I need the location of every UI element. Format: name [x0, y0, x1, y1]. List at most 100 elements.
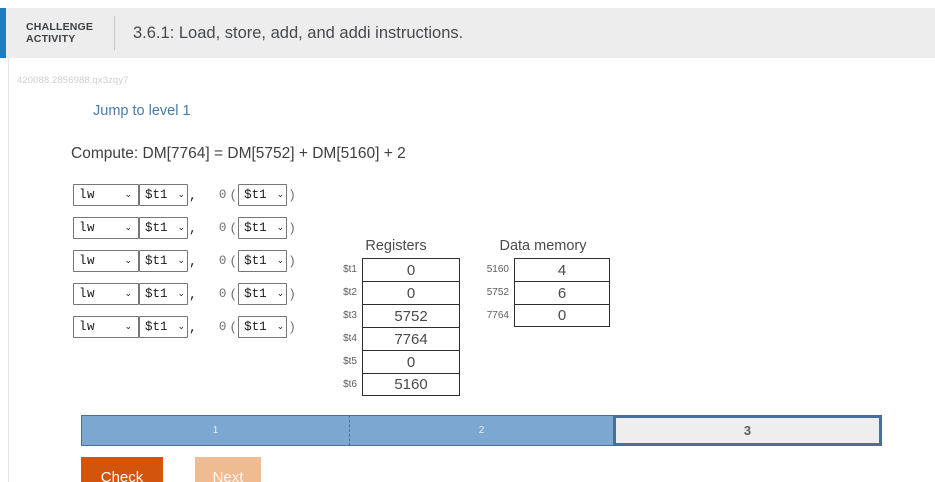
register-value: 0 [362, 281, 460, 304]
header-accent-bar [0, 8, 6, 58]
paren-close: ) [288, 220, 296, 236]
activity-id: 420088.2856988.qx3zqy7 [17, 75, 129, 86]
instruction-opcode-select-5[interactable]: lw ⌄ [73, 316, 139, 338]
register-name: $t2 [343, 287, 357, 298]
check-button[interactable]: Check [81, 457, 163, 482]
progress-segment-1[interactable]: 1 [81, 415, 349, 446]
challenge-activity-label-line2: ACTIVITY [26, 33, 76, 45]
chevron-down-icon: ⌄ [124, 321, 132, 332]
instruction-row: lw ⌄ $t1 ⌄ , 0 ( $t1 ⌄ ) [73, 250, 297, 272]
page-title: 3.6.1: Load, store, add, and addi instru… [133, 23, 464, 42]
register-name: $t4 [343, 333, 357, 344]
base-register-value-5: $t1 [244, 320, 267, 334]
activity-header: CHALLENGE ACTIVITY 3.6.1: Load, store, a… [0, 8, 935, 58]
next-button[interactable]: Next [195, 457, 261, 482]
comma-separator: , [189, 287, 197, 302]
table-row: $t5 0 [332, 350, 460, 373]
instruction-dest-register-select-3[interactable]: $t1 ⌄ [139, 250, 188, 272]
instruction-opcode-select-1[interactable]: lw ⌄ [73, 184, 139, 206]
instruction-base-register-select-2[interactable]: $t1 ⌄ [238, 217, 288, 239]
instruction-row: lw ⌄ $t1 ⌄ , 0 ( $t1 ⌄ ) [73, 217, 297, 239]
instruction-dest-register-select-4[interactable]: $t1 ⌄ [139, 283, 188, 305]
instruction-base-register-select-5[interactable]: $t1 ⌄ [238, 316, 288, 338]
base-register-value-3: $t1 [244, 254, 267, 268]
paren-open: ( [229, 319, 238, 335]
register-name: $t3 [343, 310, 357, 321]
instruction-opcode-select-2[interactable]: lw ⌄ [73, 217, 139, 239]
register-value: 5160 [362, 373, 460, 396]
memory-address: 7764 [486, 310, 509, 321]
register-value: 0 [362, 350, 460, 373]
opcode-value-5: lw [79, 320, 96, 334]
opcode-value-1: lw [79, 188, 96, 202]
paren-open: ( [229, 220, 238, 236]
instruction-opcode-select-3[interactable]: lw ⌄ [73, 250, 139, 272]
instruction-dest-register-select-5[interactable]: $t1 ⌄ [139, 316, 188, 338]
activity-panel: 420088.2856988.qx3zqy7 Jump to level 1 C… [8, 58, 935, 482]
comma-separator: , [189, 254, 197, 269]
jump-to-level-link[interactable]: Jump to level 1 [93, 103, 191, 119]
chevron-down-icon: ⌄ [177, 189, 185, 200]
memory-value: 0 [514, 304, 610, 327]
paren-close: ) [288, 319, 296, 335]
memory-address: 5752 [486, 287, 509, 298]
register-value: 5752 [362, 304, 460, 327]
chevron-down-icon: ⌄ [177, 288, 185, 299]
register-name: $t5 [343, 356, 357, 367]
table-row: 5752 6 [476, 281, 610, 304]
dest-register-value-2: $t1 [145, 221, 168, 235]
table-row: $t3 5752 [332, 304, 460, 327]
instruction-base-register-select-4[interactable]: $t1 ⌄ [238, 283, 288, 305]
opcode-value-2: lw [79, 221, 96, 235]
chevron-down-icon: ⌄ [276, 255, 285, 266]
paren-open: ( [229, 286, 238, 302]
instruction-row: lw ⌄ $t1 ⌄ , 0 ( $t1 ⌄ ) [73, 184, 297, 206]
instruction-row: lw ⌄ $t1 ⌄ , 0 ( $t1 ⌄ ) [73, 283, 297, 305]
progress-segment-3[interactable]: 3 [613, 415, 882, 446]
header-divider [114, 16, 115, 50]
chevron-down-icon: ⌄ [177, 255, 185, 266]
comma-separator: , [189, 188, 197, 203]
dest-register-value-3: $t1 [145, 254, 168, 268]
instruction-list: lw ⌄ $t1 ⌄ , 0 ( $t1 ⌄ ) lw ⌄ [73, 184, 297, 349]
chevron-down-icon: ⌄ [276, 222, 285, 233]
comma-separator: , [189, 320, 197, 335]
chevron-down-icon: ⌄ [177, 222, 185, 233]
challenge-activity-label-line1: CHALLENGE [26, 20, 94, 33]
base-register-value-2: $t1 [244, 221, 267, 235]
register-value: 7764 [362, 327, 460, 350]
opcode-value-4: lw [79, 287, 96, 301]
instruction-dest-register-select-1[interactable]: $t1 ⌄ [139, 184, 188, 206]
paren-close: ) [288, 286, 296, 302]
instruction-opcode-select-4[interactable]: lw ⌄ [73, 283, 139, 305]
chevron-down-icon: ⌄ [124, 222, 132, 233]
chevron-down-icon: ⌄ [276, 321, 285, 332]
table-row: 5160 4 [476, 258, 610, 281]
instruction-base-register-select-3[interactable]: $t1 ⌄ [238, 250, 288, 272]
memory-address: 5160 [486, 264, 509, 275]
chevron-down-icon: ⌄ [124, 255, 132, 266]
memory-value: 4 [514, 258, 610, 281]
instruction-row: lw ⌄ $t1 ⌄ , 0 ( $t1 ⌄ ) [73, 316, 297, 338]
dest-register-value-4: $t1 [145, 287, 168, 301]
registers-table: Registers $t1 0 $t2 0 $t3 5752 $t4 7764 … [332, 238, 460, 396]
chevron-down-icon: ⌄ [124, 189, 132, 200]
table-row: $t4 7764 [332, 327, 460, 350]
dest-register-value-1: $t1 [145, 188, 168, 202]
register-name: $t1 [343, 264, 357, 275]
register-name: $t6 [343, 379, 357, 390]
progress-segment-2[interactable]: 2 [349, 415, 613, 446]
chevron-down-icon: ⌄ [124, 288, 132, 299]
opcode-value-3: lw [79, 254, 96, 268]
chevron-down-icon: ⌄ [177, 321, 185, 332]
compute-prompt: Compute: DM[7764] = DM[5752] + DM[5160] … [71, 145, 406, 162]
table-row: $t6 5160 [332, 373, 460, 396]
comma-separator: , [189, 221, 197, 236]
instruction-dest-register-select-2[interactable]: $t1 ⌄ [139, 217, 188, 239]
table-row: 7764 0 [476, 304, 610, 327]
memory-value: 6 [514, 281, 610, 304]
table-row: $t1 0 [332, 258, 460, 281]
chevron-down-icon: ⌄ [276, 288, 285, 299]
instruction-base-register-select-1[interactable]: $t1 ⌄ [238, 184, 288, 206]
